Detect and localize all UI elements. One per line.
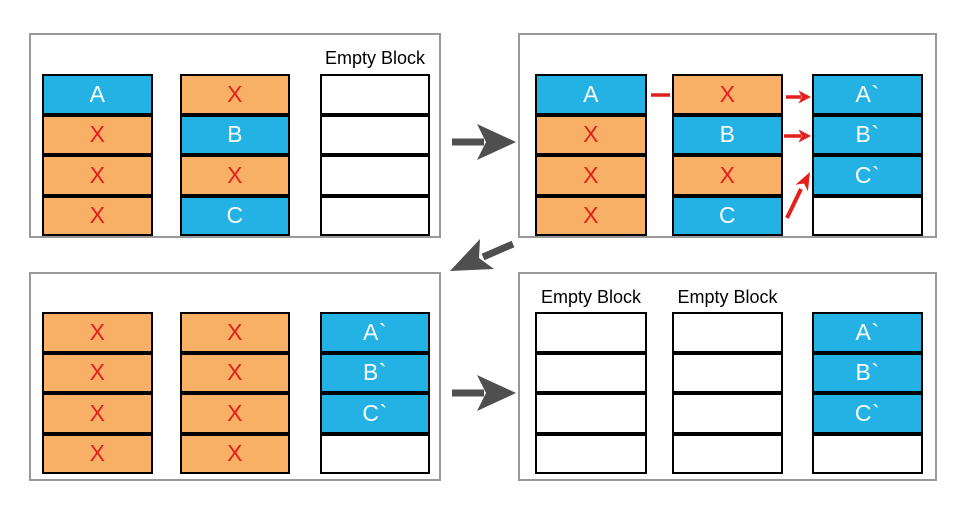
page-cell-A-prime: A`	[812, 74, 923, 115]
block-column-empty	[320, 74, 430, 236]
page-cell-A-prime: A`	[320, 312, 430, 353]
empty-block-label: Empty Block	[677, 287, 778, 307]
page-cell-empty	[535, 312, 647, 353]
page-cell-X: X	[180, 155, 290, 196]
step-right-arrow-icon	[452, 124, 516, 160]
page-cell-X: X	[180, 433, 290, 474]
page-cell-empty	[672, 352, 783, 393]
empty-block-label: Empty Block	[540, 287, 642, 307]
block-column-target: A`B`C`	[812, 312, 923, 474]
page-cell-X: X	[535, 155, 647, 196]
page-cell-B: B	[672, 114, 783, 155]
page-cell-X: X	[672, 155, 783, 196]
page-cell-empty	[535, 352, 647, 393]
page-cell-B-prime: B`	[812, 114, 923, 155]
page-cell-X: X	[535, 114, 647, 155]
page-cell-X: X	[42, 155, 153, 196]
page-cell-C-prime: C`	[320, 393, 430, 434]
panel-step-4-erased: Empty Block Empty Block A`B`C`	[518, 272, 937, 481]
page-cell-X: X	[180, 312, 290, 353]
page-cell-empty	[535, 433, 647, 474]
page-cell-X: X	[42, 195, 153, 236]
page-cell-X: X	[180, 393, 290, 434]
page-cell-empty	[672, 433, 783, 474]
page-cell-A: A	[535, 74, 647, 115]
page-cell-A-prime: A`	[812, 312, 923, 353]
page-cell-B: B	[180, 114, 290, 155]
page-cell-X: X	[42, 352, 153, 393]
page-cell-empty	[812, 195, 923, 236]
page-cell-empty	[320, 74, 430, 115]
page-cell-X: X	[42, 393, 153, 434]
step-down-left-arrow-icon	[450, 239, 515, 271]
page-cell-X: X	[42, 433, 153, 474]
page-cell-empty	[320, 114, 430, 155]
page-cell-C: C	[672, 195, 783, 236]
step-right-arrow-icon	[452, 375, 516, 411]
page-cell-C-prime: C`	[812, 155, 923, 196]
page-cell-B-prime: B`	[320, 352, 430, 393]
page-cell-empty	[672, 312, 783, 353]
page-cell-B-prime: B`	[812, 352, 923, 393]
page-cell-X: X	[42, 312, 153, 353]
page-cell-empty	[320, 195, 430, 236]
page-cell-X: X	[535, 195, 647, 236]
block-column-target: A`B`C`	[320, 312, 430, 474]
page-cell-X: X	[180, 74, 290, 115]
page-cell-X: X	[180, 352, 290, 393]
empty-block-label: Empty Block	[324, 48, 426, 68]
page-cell-C: C	[180, 195, 290, 236]
page-cell-empty	[320, 433, 430, 474]
block-column-empty	[535, 312, 647, 474]
page-cell-X: X	[42, 114, 153, 155]
page-cell-empty	[320, 155, 430, 196]
page-cell-empty	[535, 393, 647, 434]
page-cell-empty	[812, 433, 923, 474]
page-cell-A: A	[42, 74, 153, 115]
page-cell-C-prime: C`	[812, 393, 923, 434]
block-column-empty	[672, 312, 783, 474]
page-cell-X: X	[672, 74, 783, 115]
page-cell-empty	[672, 393, 783, 434]
block-column-target: A`B`C`	[812, 74, 923, 236]
